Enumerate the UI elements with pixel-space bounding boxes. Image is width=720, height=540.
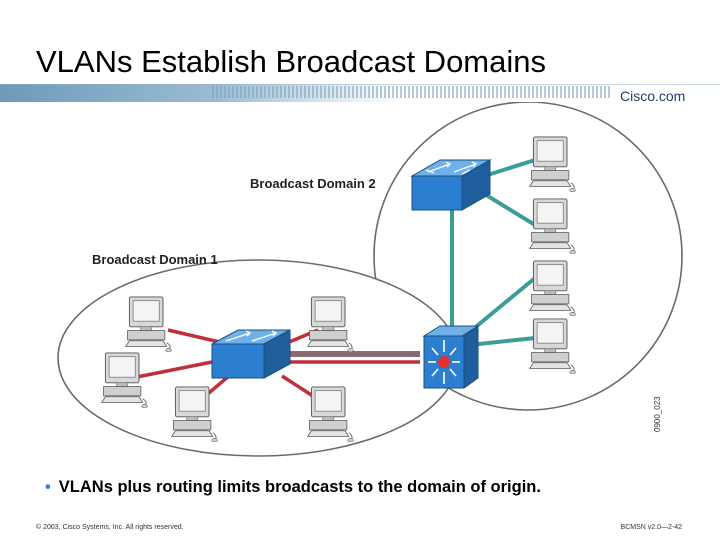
copyright-footer: © 2003, Cisco Systems, Inc. All rights r… (36, 524, 184, 531)
bullet-text: VLANs plus routing limits broadcasts to … (58, 478, 541, 496)
domain2-label: Broadcast Domain 2 (250, 176, 376, 191)
domain2-switch (410, 159, 492, 211)
slide-number-footer: BCMSN v2.0—2-42 (620, 524, 682, 531)
figure-code: 0900_023 (653, 396, 662, 432)
domain1-switch (211, 329, 291, 379)
multilayer-switch (422, 325, 480, 389)
broadcast-domain-diagram: Broadcast Domain 2 Broadcast Domain 1 09… (57, 102, 683, 457)
domain1-label: Broadcast Domain 1 (92, 252, 218, 267)
header-band (0, 84, 720, 102)
slide-title: VLANs Establish Broadcast Domains (36, 44, 547, 79)
bullet-marker: • (45, 478, 51, 496)
cisco-logo: Cisco.com (620, 88, 686, 104)
bullet-point: • VLANs plus routing limits broadcasts to… (45, 478, 541, 497)
